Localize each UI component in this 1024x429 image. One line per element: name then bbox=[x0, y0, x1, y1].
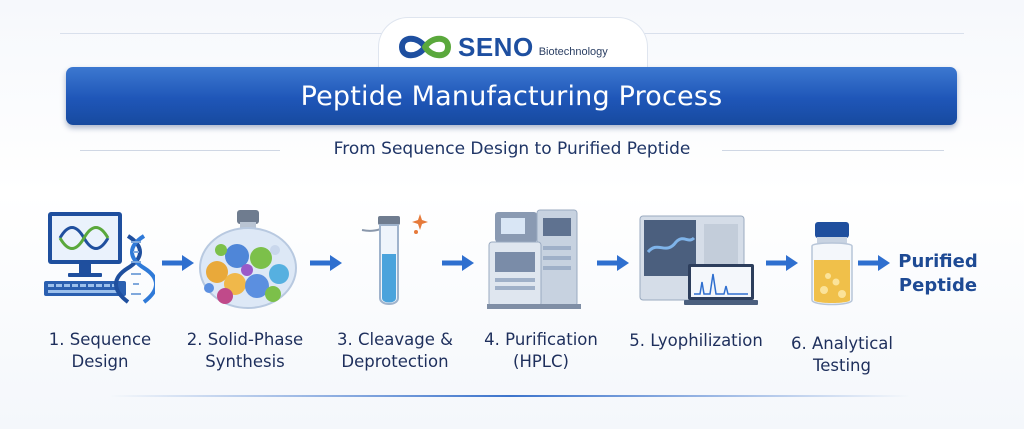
arrow-icon bbox=[597, 255, 629, 271]
step-1-illustration bbox=[40, 208, 155, 308]
vial-icon bbox=[811, 222, 853, 306]
step-4-illustration bbox=[485, 206, 585, 310]
test-tube-icon bbox=[361, 214, 428, 305]
step-label-line: Testing bbox=[812, 356, 871, 375]
step-label-line: 3. Cleavage & bbox=[337, 330, 453, 349]
step-label-line: 2. Solid-Phase bbox=[186, 330, 304, 349]
step-1-label: 1. Sequence Design bbox=[30, 329, 170, 373]
arrow-icon bbox=[310, 255, 342, 271]
brand-tagline: Biotechnology bbox=[538, 45, 608, 58]
arrow-icon bbox=[162, 255, 194, 271]
step-4-label: 4. Purification (HPLC) bbox=[466, 329, 616, 373]
step-6-label: 6. Analytical Testing bbox=[772, 333, 912, 377]
lyophilizer-icon bbox=[639, 215, 758, 305]
subtitle-rule-left bbox=[80, 150, 280, 151]
step-3-label: 3. Cleavage & Deprotection bbox=[325, 329, 465, 373]
step-label-line: 4. Purification bbox=[484, 330, 598, 349]
step-label-line: 5. Lyophilization bbox=[629, 331, 763, 350]
step-5-label: 5. Lyophilization bbox=[616, 330, 776, 352]
arrow-icon bbox=[442, 255, 474, 271]
step-6-illustration bbox=[806, 220, 858, 308]
step-label-line: Synthesis bbox=[205, 352, 285, 371]
step-label-line: 6. Analytical bbox=[790, 334, 893, 353]
step-label-line: 1. Sequence bbox=[48, 330, 152, 349]
step-3-illustration bbox=[358, 210, 438, 310]
step-2-label: 2. Solid-Phase Synthesis bbox=[175, 329, 315, 373]
result-label: Purified Peptide bbox=[888, 250, 988, 298]
step-label-line: Design bbox=[71, 352, 129, 371]
step-2-illustration bbox=[195, 210, 300, 310]
subtitle-rule-right bbox=[722, 150, 944, 151]
resin-beads-icon bbox=[199, 210, 297, 309]
step-5-illustration bbox=[636, 212, 762, 310]
page-title: Peptide Manufacturing Process bbox=[300, 80, 723, 112]
hplc-instrument-icon bbox=[487, 209, 581, 309]
result-line: Purified bbox=[898, 251, 978, 272]
footer-rule bbox=[110, 395, 910, 397]
arrow-icon bbox=[766, 255, 798, 271]
step-label-line: Deprotection bbox=[341, 352, 449, 371]
step-label-line: (HPLC) bbox=[513, 352, 569, 371]
brand-logo: SENO Biotechnology bbox=[396, 30, 608, 64]
page-subtitle: From Sequence Design to Purified Peptide bbox=[333, 139, 691, 159]
computer-dna-icon bbox=[44, 212, 155, 304]
arrow-icon bbox=[858, 255, 890, 271]
brand-name: SENO bbox=[458, 31, 534, 62]
result-line: Peptide bbox=[898, 275, 978, 296]
infinity-logo-icon bbox=[398, 35, 452, 59]
title-banner: Peptide Manufacturing Process bbox=[66, 67, 957, 125]
